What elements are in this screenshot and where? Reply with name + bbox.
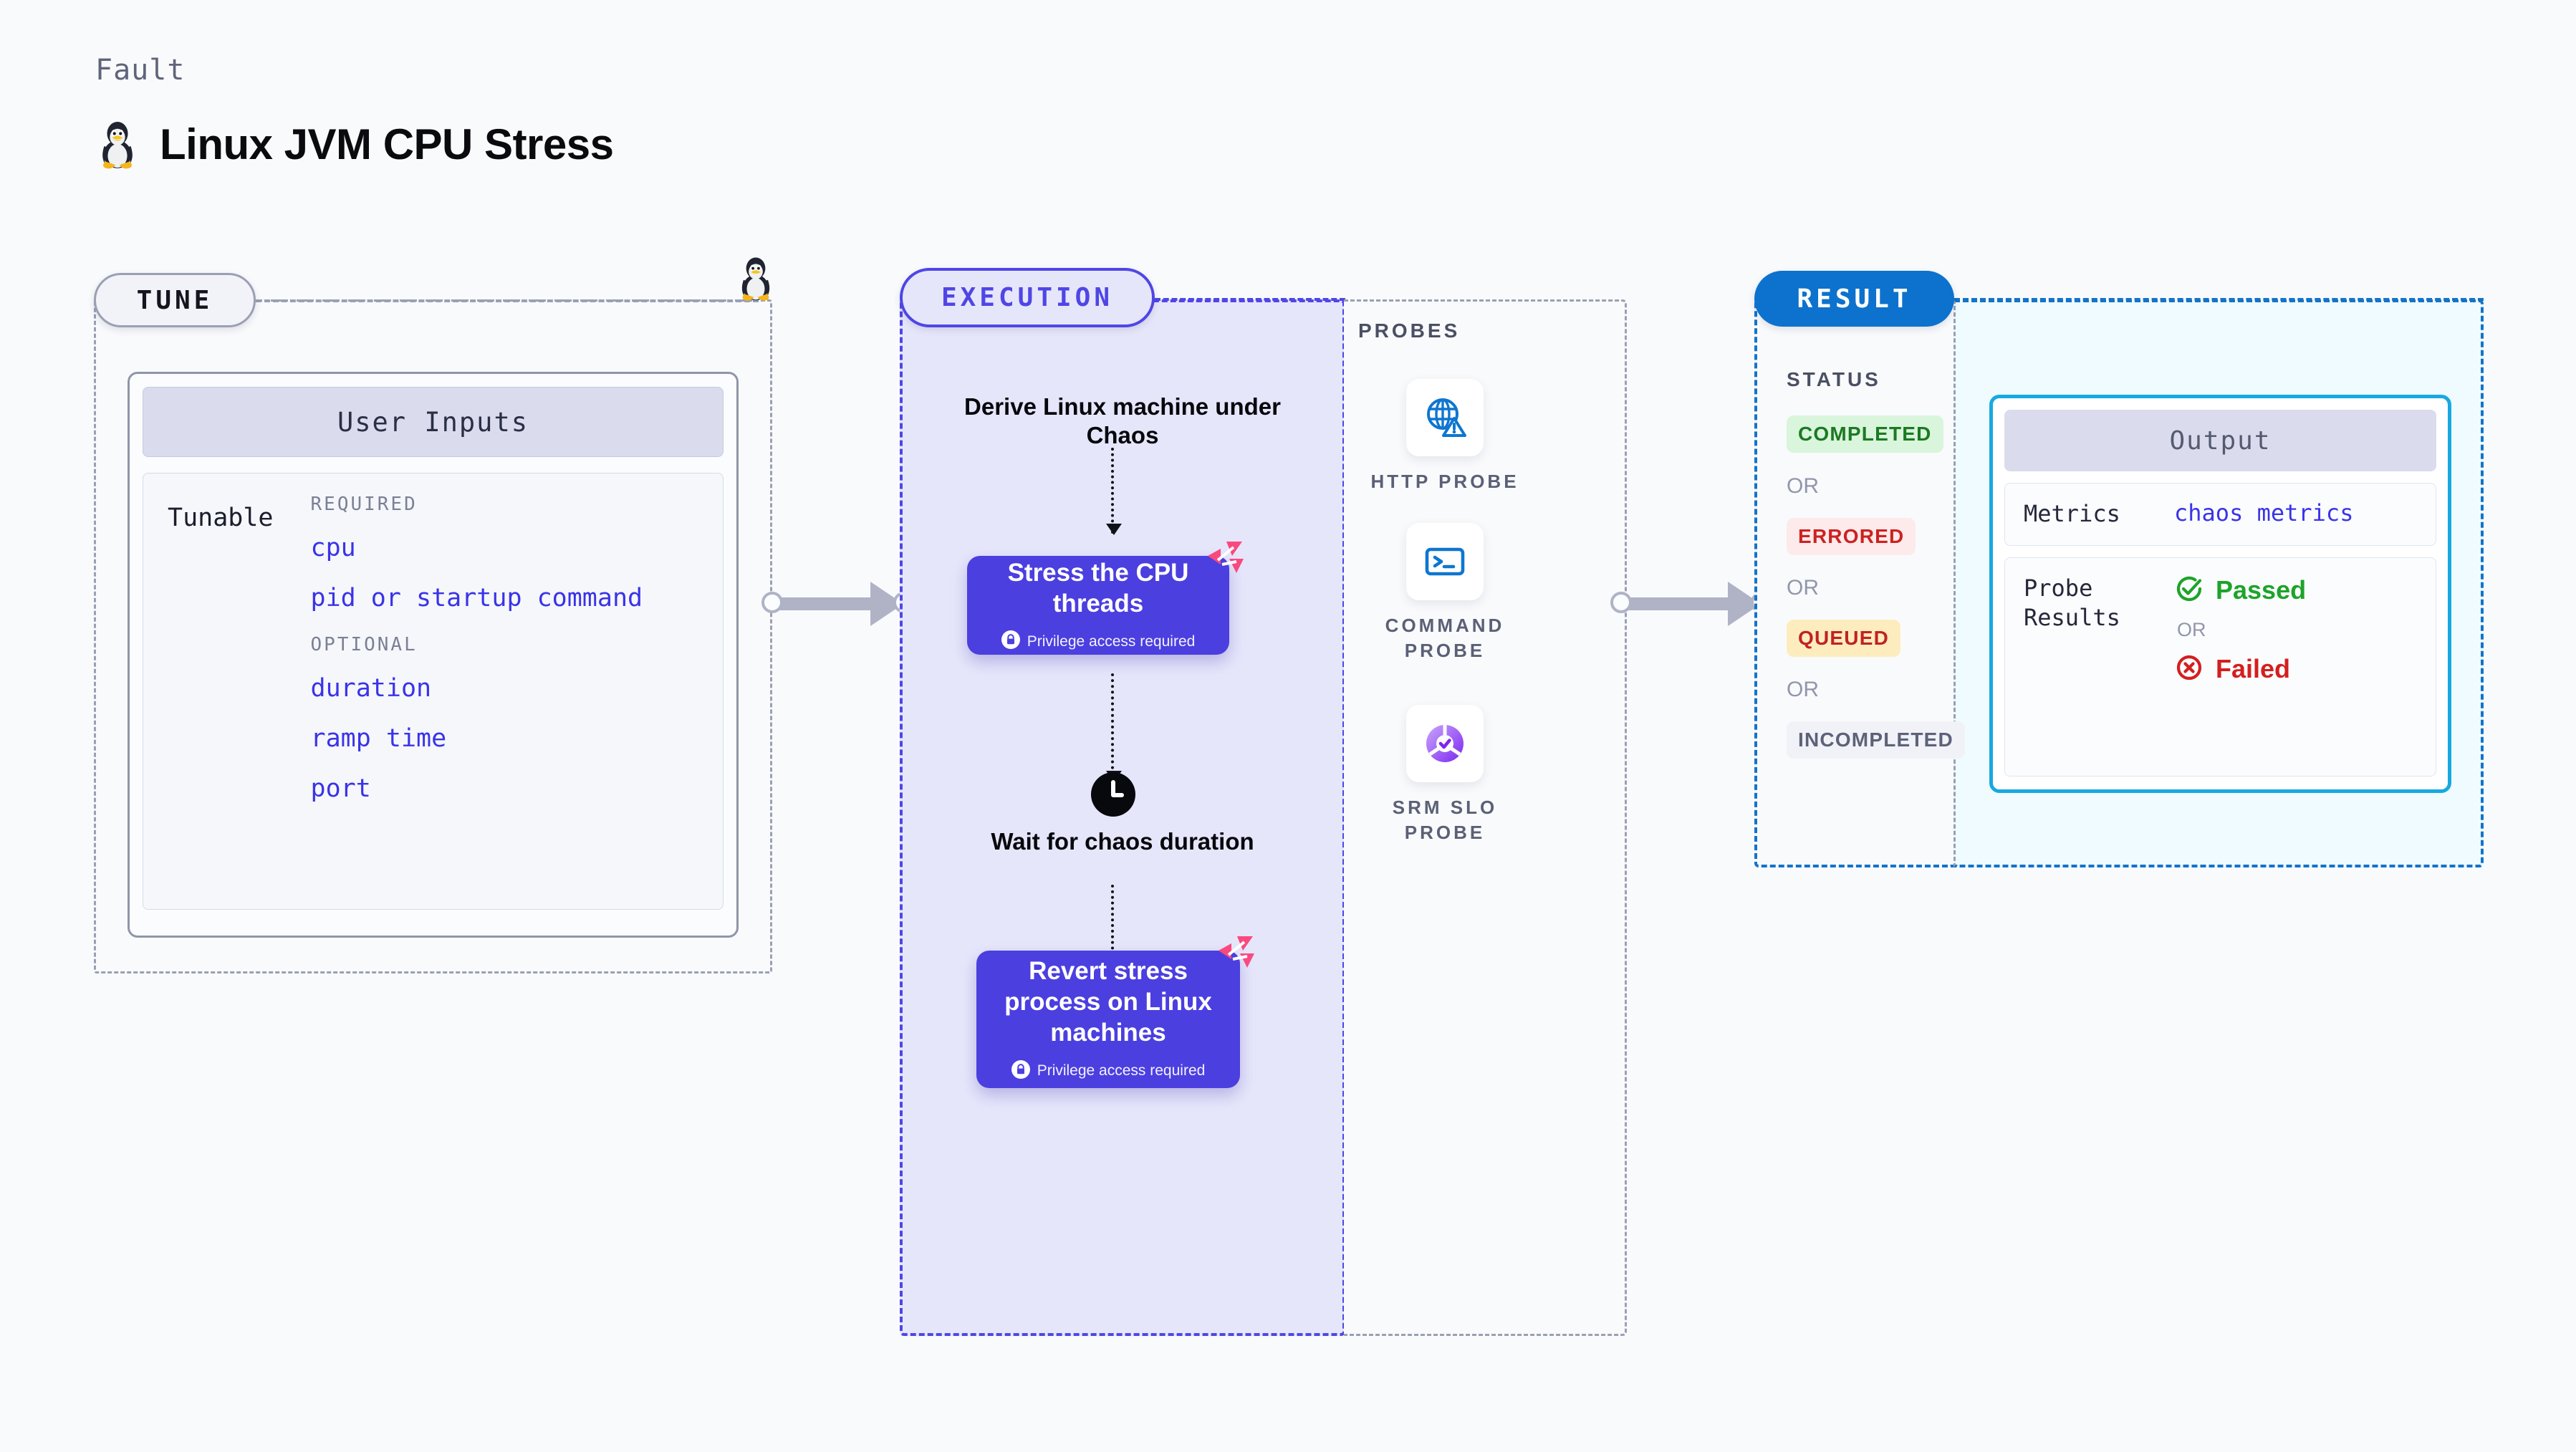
output-card: Output Metrics chaos metrics Probe Resul… <box>1989 395 2451 793</box>
privilege-row: Privilege access required <box>1011 1059 1206 1082</box>
tux-penguin-icon <box>95 118 140 170</box>
result-connector-line <box>1954 298 2484 301</box>
globe-warning-icon <box>1406 379 1484 456</box>
tune-connector-line <box>256 299 759 302</box>
page-title: Linux JVM CPU Stress <box>160 120 614 168</box>
tunable-groups: REQUIRED cpu pid or startup command OPTI… <box>311 494 698 889</box>
probe-result-passed: Passed <box>2174 574 2306 607</box>
terminal-icon <box>1406 523 1484 600</box>
execution-connector-line <box>1155 298 1345 301</box>
x-circle-icon <box>2174 653 2204 686</box>
tunable-label: Tunable <box>168 504 274 532</box>
fault-kicker-label: Fault <box>95 54 186 87</box>
execution-step-wait-label: Wait for chaos duration <box>991 828 1254 855</box>
flow-arrow-2 <box>1106 673 1122 782</box>
output-metrics-key: Metrics <box>2024 500 2120 527</box>
tunable-item-pid-or-startup-command[interactable]: pid or startup command <box>310 584 643 612</box>
check-circle-icon <box>2174 574 2204 607</box>
flow-arrow-1 <box>1106 448 1122 535</box>
privilege-label: Privilege access required <box>1027 633 1196 650</box>
user-inputs-card: User Inputs Tunable REQUIRED cpu pid or … <box>128 372 739 938</box>
execution-step-revert-card[interactable]: Revert stress process on Linux machines … <box>976 936 1254 1088</box>
litmus-logo-icon <box>1216 932 1257 973</box>
probes-section-label: PROBES <box>1358 319 1461 342</box>
probe-label-srm-slo: SRM SLO PROBE <box>1392 797 1498 844</box>
status-badge-errored: ERRORED <box>1787 518 1916 555</box>
result-stage-badge[interactable]: RESULT <box>1754 271 1954 327</box>
output-metrics-value[interactable]: chaos metrics <box>2174 499 2354 527</box>
tunable-item-cpu[interactable]: cpu <box>310 534 356 562</box>
result-panel <box>1754 299 1953 867</box>
execution-step-stress-card[interactable]: Stress the CPU threads Privilege access … <box>967 542 1244 655</box>
status-badge-queued: QUEUED <box>1787 620 1900 657</box>
execution-panel <box>900 299 1345 1336</box>
tunable-box: Tunable REQUIRED cpu pid or startup comm… <box>143 473 724 910</box>
arrow-execution-to-result <box>1610 582 1772 626</box>
probe-item-srm-slo[interactable]: SRM SLO PROBE <box>1355 705 1534 845</box>
arrow-tune-to-execution <box>761 582 915 626</box>
probe-label-http: HTTP PROBE <box>1370 471 1519 492</box>
user-inputs-header: User Inputs <box>143 387 724 457</box>
litmus-logo-icon <box>1205 537 1246 579</box>
probe-result-failed: Failed <box>2174 653 2306 686</box>
output-metrics-row: Metrics chaos metrics <box>2004 483 2436 546</box>
group-title-optional: OPTIONAL <box>310 634 418 655</box>
privilege-row: Privilege access required <box>1001 630 1196 653</box>
status-or-label: OR <box>1787 474 1819 498</box>
tune-stage-badge[interactable]: TUNE <box>94 273 256 327</box>
probe-result-or-label: OR <box>2177 618 2206 640</box>
probes-panel <box>1344 299 1627 1336</box>
probe-label-command: COMMAND PROBE <box>1385 615 1505 662</box>
probe-item-command[interactable]: COMMAND PROBE <box>1355 523 1534 663</box>
tunable-item-duration[interactable]: duration <box>310 674 432 703</box>
slo-donut-check-icon <box>1406 705 1484 782</box>
status-badge-completed: COMPLETED <box>1787 415 1943 453</box>
output-probe-results-row: Probe Results Passed OR <box>2004 557 2436 777</box>
status-or-label: OR <box>1787 576 1819 600</box>
probe-item-http[interactable]: HTTP PROBE <box>1355 379 1534 494</box>
tunable-item-ramp-time[interactable]: ramp time <box>310 724 447 753</box>
tunable-item-port[interactable]: port <box>310 774 371 803</box>
status-badge-incompleted: INCOMPLETED <box>1787 721 1965 759</box>
lock-icon <box>1001 630 1020 653</box>
probe-results-values: Passed OR Failed <box>2174 574 2306 686</box>
probe-result-passed-label: Passed <box>2216 575 2307 605</box>
status-section-label: STATUS <box>1787 368 1881 390</box>
output-header: Output <box>2004 410 2436 471</box>
execution-step-revert-label: Revert stress process on Linux machines <box>1004 957 1212 1047</box>
page-title-row: Linux JVM CPU Stress <box>95 118 614 170</box>
clock-icon <box>1091 772 1135 817</box>
group-title-required: REQUIRED <box>310 494 418 515</box>
execution-step-stress-label: Stress the CPU threads <box>1007 558 1189 617</box>
execution-stage-badge[interactable]: EXECUTION <box>900 268 1155 327</box>
execution-step-derive-label: Derive Linux machine under Chaos <box>964 393 1281 449</box>
privilege-label: Privilege access required <box>1037 1062 1206 1080</box>
tux-penguin-corner-icon <box>735 254 777 302</box>
lock-icon <box>1011 1059 1030 1082</box>
probe-result-failed-label: Failed <box>2216 654 2291 684</box>
status-or-label: OR <box>1787 678 1819 701</box>
output-probe-results-key: Probe Results <box>2024 574 2120 632</box>
